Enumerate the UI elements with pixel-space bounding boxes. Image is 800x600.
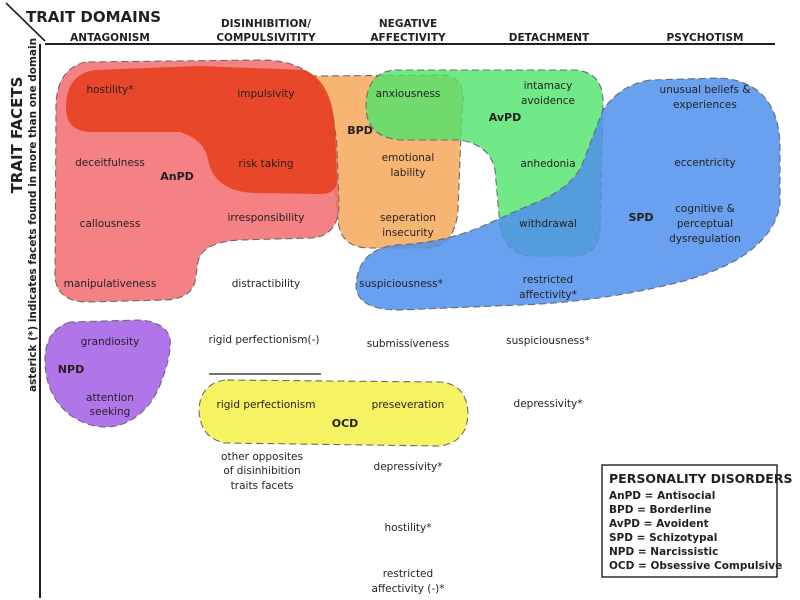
diagonal-divider (5, 2, 46, 42)
facet-intamacy-avoidence: intamacy (524, 80, 573, 92)
header-negative: NEGATIVE (379, 18, 437, 30)
facet-restricted-affectivity-neg-2: affectivity (-)* (372, 583, 445, 595)
facet-unusual-beliefs: unusual beliefs & (660, 84, 751, 96)
legend-title: PERSONALITY DISORDERS (609, 471, 792, 486)
facet-rigid-perfectionism-neg: rigid perfectionism(-) (209, 334, 320, 346)
asterisk-note: asterick (*) indicates facets found in m… (27, 38, 39, 392)
facet-anhedonia: anhedonia (520, 158, 575, 170)
header-disinhibition: DISINHIBITION/ (221, 18, 311, 30)
facet-other-opposites-2: of disinhibition (223, 465, 300, 477)
legend-item: AnPD = Antisocial (609, 490, 715, 502)
region-npd (44, 319, 171, 428)
facet-seperation-insecurity-2: insecurity (382, 227, 434, 239)
facet-impulsivity: impulsivity (237, 88, 294, 100)
facet-cognitive-perceptual-2: perceptual (677, 218, 733, 230)
facet-preseveration: preseveration (372, 399, 445, 411)
facet-suspiciousness: suspiciousness* (359, 278, 443, 290)
header-detachment: DETACHMENT (509, 32, 590, 44)
facet-depressivity-2: depressivity* (514, 398, 583, 410)
header-antagonism: ANTAGONISM (70, 32, 150, 44)
facet-anxiousness: anxiousness (376, 88, 441, 100)
header-negative-2: AFFECTIVITY (370, 32, 446, 44)
legend-item: AvPD = Avoident (609, 518, 709, 530)
facet-restricted-affectivity: restricted (523, 274, 573, 286)
legend-item: SPD = Schizotypal (609, 532, 717, 544)
facet-attention-seeking-2: seeking (90, 406, 131, 418)
header-psychotism: PSYCHOTISM (667, 32, 744, 44)
legend-item: BPD = Borderline (609, 504, 712, 516)
facet-distractibility: distractibility (232, 278, 300, 290)
label-avpd: AvPD (489, 111, 521, 124)
facet-grandiosity: grandiosity (81, 336, 140, 348)
facet-rigid-perfectionism: rigid perfectionism (217, 399, 316, 411)
label-spd: SPD (628, 211, 653, 224)
label-anpd: AnPD (160, 170, 194, 183)
facet-emotional-lability-2: lability (390, 167, 425, 179)
facet-submissiveness: submissiveness (367, 338, 450, 350)
facet-restricted-affectivity-2: affectivity* (519, 289, 577, 301)
legend-box (601, 464, 778, 578)
label-npd: NPD (58, 363, 84, 376)
facet-manipulativeness: manipulativeness (64, 278, 157, 290)
facet-intamacy-avoidence-2: avoidence (521, 95, 575, 107)
facet-deceitfulness: deceitfulness (75, 157, 145, 169)
facet-withdrawal: withdrawal (519, 218, 577, 230)
region-ocd (198, 379, 469, 447)
label-bpd: BPD (347, 124, 373, 137)
region-impulsivity-overlap (66, 66, 337, 194)
facet-eccentricity: eccentricity (674, 157, 736, 169)
facet-seperation-insecurity: seperation (380, 212, 436, 224)
facet-irresponsibility: irresponsibility (228, 212, 305, 224)
facet-emotional-lability: emotional (382, 152, 435, 164)
header-disinhibition-2: COMPULSIVITITY (216, 32, 316, 44)
vertical-axis-title: TRAIT FACETS (8, 77, 26, 194)
facet-risk-taking: risk taking (239, 158, 294, 170)
facet-unusual-beliefs-2: experiences (673, 99, 737, 111)
facet-hostility: hostility* (87, 84, 134, 96)
label-ocd: OCD (332, 417, 359, 430)
region-spd (355, 77, 781, 311)
facet-attention-seeking: attention (86, 392, 134, 404)
facet-depressivity: depressivity* (374, 461, 443, 473)
facet-cognitive-perceptual-3: dysregulation (669, 233, 741, 245)
legend-item: OCD = Obsessive Compulsive (609, 560, 782, 572)
diagram-title: TRAIT DOMAINS (26, 8, 161, 26)
legend-item: NPD = Narcissistic (609, 546, 718, 558)
facet-restricted-affectivity-neg: restricted (383, 568, 433, 580)
facet-callousness: callousness (80, 218, 141, 230)
facet-hostility-2: hostility* (385, 522, 432, 534)
facet-cognitive-perceptual: cognitive & (675, 203, 735, 215)
legend: PERSONALITY DISORDERS AnPD = Antisocial … (601, 464, 792, 578)
facet-other-opposites-3: traits facets (231, 480, 294, 492)
facet-suspiciousness-2: suspiciousness* (506, 335, 590, 347)
facet-other-opposites: other opposites (221, 451, 303, 463)
